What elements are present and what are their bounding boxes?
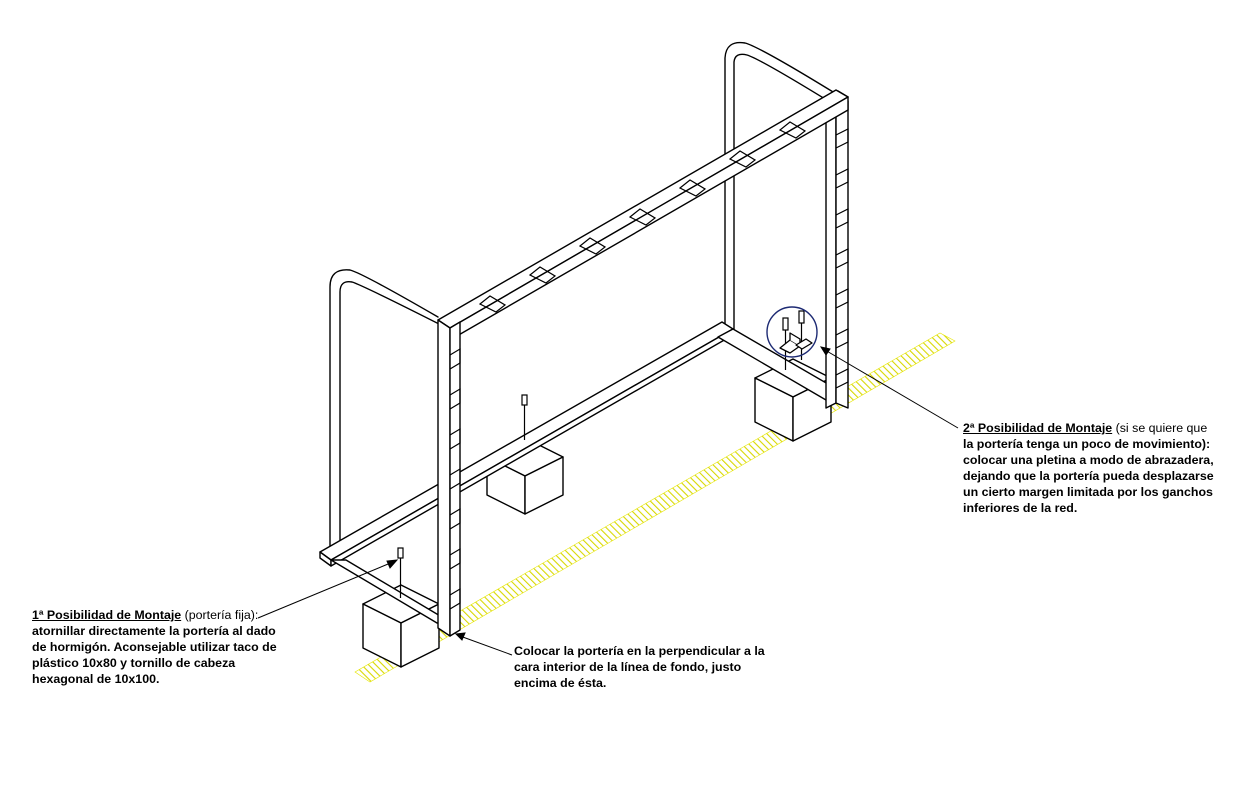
- mount-option-1-note: 1ª Posibilidad de Montaje (portería fija…: [32, 607, 277, 687]
- crossbar-net-hooks: [478, 121, 807, 313]
- right-post-net-hooks: [835, 128, 849, 389]
- mount-option-1-line: atornillar directamente la portería al d…: [32, 624, 276, 638]
- clamp-plate: [779, 332, 813, 354]
- ground-frame: [319, 321, 841, 624]
- mount-option-2-heading-rest: (si se quiere que: [1112, 421, 1208, 435]
- leader-line-mount-2: [819, 346, 959, 429]
- mount-option-1-line: de hormigón. Aconsejable utilizar taco d…: [32, 640, 277, 654]
- left-post: [437, 319, 461, 637]
- placement-note: Colocar la portería en la perpendicular …: [514, 643, 765, 691]
- right-back-stay: [724, 41, 839, 331]
- highlight-circle: [766, 306, 818, 358]
- mount-option-2-note: 2ª Posibilidad de Montaje (si se quiere …: [963, 420, 1214, 516]
- crossbar: [437, 89, 849, 341]
- placement-line: Colocar la portería en la perpendicular …: [514, 644, 765, 658]
- mount-option-1-line: plástico 10x80 y tornillo de cabeza: [32, 656, 236, 670]
- mount-option-2-line: dejando que la portería pueda desplazars…: [963, 469, 1214, 483]
- placement-line: cara interior de la línea de fondo, just…: [514, 660, 742, 674]
- screw-right-b: [798, 310, 805, 360]
- concrete-block-front: [362, 584, 440, 668]
- mount-option-2-line: la portería tenga un poco de movimiento)…: [963, 437, 1211, 451]
- left-post-net-hooks: [449, 347, 461, 610]
- right-post: [825, 90, 849, 409]
- mount-option-1-heading: 1ª Posibilidad de Montaje: [32, 608, 182, 622]
- leader-line-mount-1: [257, 559, 399, 619]
- screw-back: [521, 394, 528, 440]
- mount-option-2-line: un cierto margen limitada por los gancho…: [963, 485, 1213, 499]
- mount-option-1-heading-rest: (portería fija):: [181, 608, 259, 622]
- screw-front: [397, 547, 404, 598]
- mount-option-2-line: colocar una pletina a modo de abrazadera…: [963, 453, 1214, 467]
- left-back-stay: [329, 269, 444, 549]
- mount-option-2-heading: 2ª Posibilidad de Montaje: [963, 421, 1113, 435]
- mount-option-2-line: inferiores de la red.: [963, 501, 1078, 515]
- leader-line-placement: [454, 632, 513, 656]
- mount-option-1-line: hexagonal de 10x100.: [32, 672, 160, 686]
- placement-line: encima de ésta.: [514, 676, 607, 690]
